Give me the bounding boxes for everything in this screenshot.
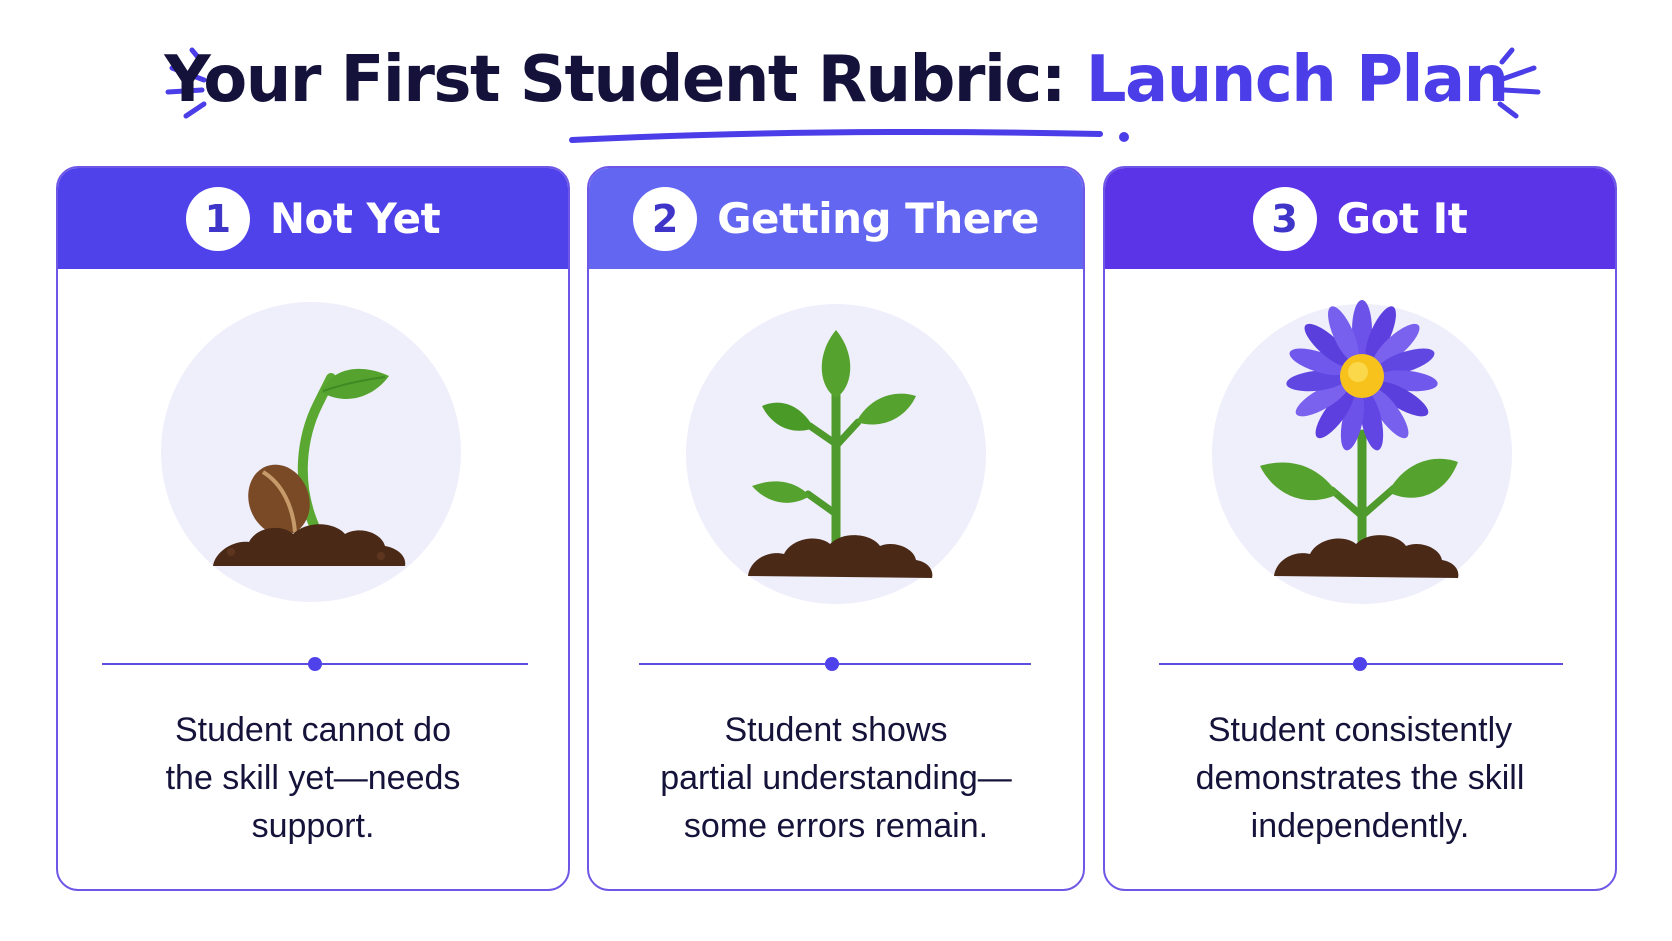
divider-dot <box>308 657 322 671</box>
rubric-card-got-it: 3 Got It <box>1103 166 1617 891</box>
card-header: 3 Got It <box>1105 168 1615 269</box>
level-description: Student cannot do the skill yet—needs su… <box>78 706 548 850</box>
description-line: partial understanding— <box>660 759 1012 797</box>
illustration <box>676 294 996 624</box>
level-number-badge: 2 <box>633 186 698 251</box>
level-label: Got It <box>1336 194 1468 243</box>
level-description: Student shows partial understanding— som… <box>609 706 1063 850</box>
level-description: Student consistently demonstrates the sk… <box>1125 706 1595 850</box>
page-title: Your First Student Rubric: Launch Plan <box>0 36 1672 146</box>
card-divider <box>639 657 1031 671</box>
level-number-badge: 3 <box>1252 186 1317 251</box>
card-header: 1 Not Yet <box>58 168 568 269</box>
description-line: the skill yet—needs <box>165 759 461 797</box>
illustration <box>1200 294 1520 624</box>
divider-dot <box>825 657 839 671</box>
description-line: demonstrates the skill <box>1195 759 1525 797</box>
description-line: Student consistently <box>1207 711 1513 749</box>
description-line: some errors remain. <box>683 807 989 845</box>
rubric-card-getting-there: 2 Getting There Student shows partial un… <box>587 166 1085 891</box>
card-divider <box>102 657 528 671</box>
divider-dot <box>1353 657 1367 671</box>
level-label: Not Yet <box>269 194 441 243</box>
blooming-flower-icon <box>1212 300 1512 604</box>
level-label: Getting There <box>717 194 1039 243</box>
description-line: independently. <box>1250 807 1470 845</box>
sprouting-seed-icon <box>161 302 461 602</box>
description-line: Student shows <box>724 711 948 749</box>
level-number-badge: 1 <box>185 186 250 251</box>
young-plant-icon <box>686 304 986 604</box>
illustration <box>153 294 473 624</box>
card-header: 2 Getting There <box>589 168 1083 269</box>
description-line: Student cannot do <box>174 711 451 749</box>
rubric-card-not-yet: 1 Not Yet Student cannot do the skill ye… <box>56 166 570 891</box>
page-title-main: Your First Student Rubric: <box>164 43 1066 117</box>
page-title-accent: Launch Plan <box>1085 43 1509 117</box>
description-line: support. <box>251 807 375 845</box>
card-divider <box>1159 657 1563 671</box>
